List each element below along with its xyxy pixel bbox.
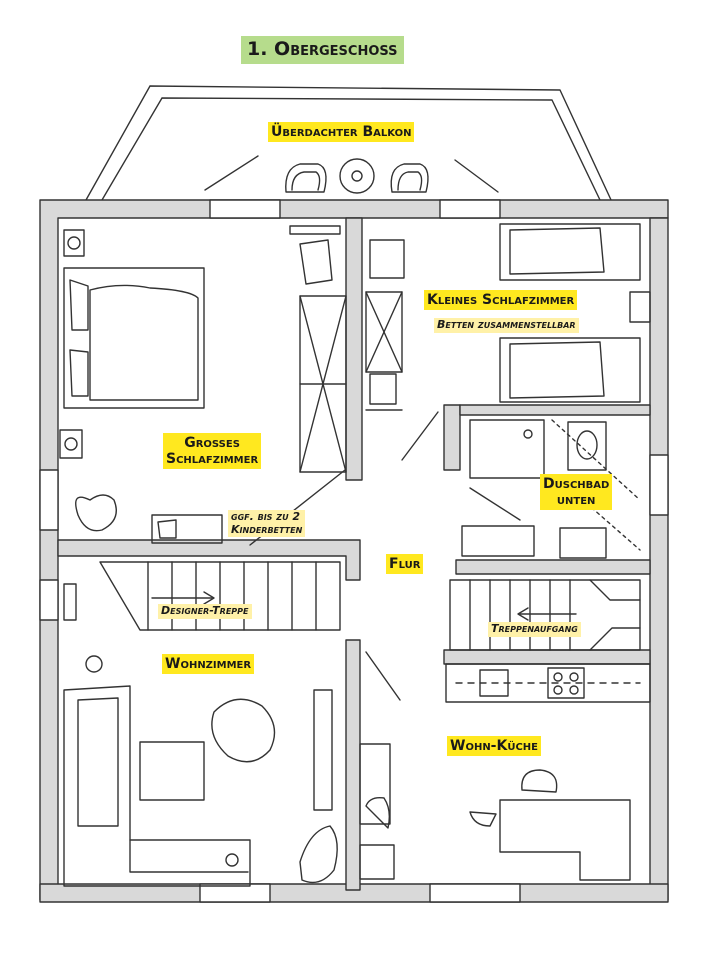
label-large-bedroom-line1: Großes	[184, 435, 240, 451]
label-small-bedroom: Kleines Schlafzimmer	[424, 290, 578, 311]
label-small-bedroom-note: Betten zusammenstellbar	[434, 318, 579, 333]
label-shower-line1: Duschbad	[543, 476, 610, 492]
label-large-bedroom-note: ggf. bis zu 2 Kinderbetten	[228, 510, 306, 538]
staircase-up	[449, 579, 641, 651]
bedroom-furniture	[75, 225, 347, 546]
double-bed	[59, 229, 205, 459]
floor-title: 1. Obergeschoss	[241, 36, 404, 64]
designer-staircase	[99, 561, 341, 631]
label-large-bedroom: Großes Schlafzimmer	[163, 433, 262, 470]
balcony-roof-outline	[85, 85, 613, 203]
label-large-bedroom-note-line1: ggf. bis zu 2	[231, 510, 301, 523]
label-shower: Duschbad unten	[540, 474, 613, 511]
living-room-furniture	[63, 583, 395, 887]
label-kitchen: Wohn-Küche	[447, 736, 541, 757]
exterior-walls	[39, 199, 669, 903]
label-staircase: Treppenaufgang	[488, 622, 581, 637]
balcony-furniture	[285, 158, 429, 194]
label-shower-line2: unten	[556, 492, 596, 509]
kitchen-counter	[445, 663, 651, 703]
label-hallway: Flur	[386, 554, 424, 575]
label-designer-stairs: Designer-Treppe	[158, 604, 252, 619]
small-bedroom-furniture	[365, 223, 651, 461]
windows	[39, 199, 669, 903]
shower-room-fixtures	[461, 419, 641, 559]
label-large-bedroom-line2: Schlafzimmer	[166, 451, 259, 468]
label-living-room: Wohnzimmer	[162, 654, 255, 675]
label-large-bedroom-note-line2: Kinderbetten	[231, 522, 303, 536]
label-balcony: Überdachter Balkon	[268, 122, 415, 143]
kitchen-dining-set	[365, 651, 631, 881]
